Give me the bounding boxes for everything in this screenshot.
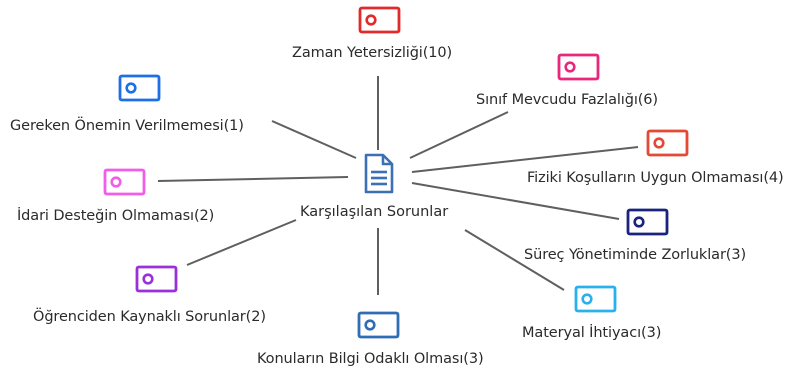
connector-line-fiziki	[411, 146, 639, 173]
document-icon	[364, 153, 394, 194]
node-label-zaman: Zaman Yetersizliği(10)	[292, 45, 453, 61]
tag-icon	[574, 285, 617, 313]
connector-line-materyal	[464, 229, 565, 291]
node-label-gereken: Gereken Önemin Verilmemesi(1)	[10, 118, 244, 134]
connector-line-sinif	[409, 111, 509, 159]
tag-icon	[358, 6, 401, 34]
node-label-sinif: Sınıf Mevcudu Fazlalığı(6)	[476, 92, 658, 108]
node-label-surec: Süreç Yönetiminde Zorluklar(3)	[524, 247, 747, 263]
node-label-fiziki: Fiziki Koşulların Uygun Olmaması(4)	[527, 170, 784, 186]
node-label-idari: İdari Desteğin Olmaması(2)	[17, 208, 215, 224]
tag-icon	[557, 53, 600, 81]
tag-icon	[646, 129, 689, 157]
connector-line-ogrenci	[186, 219, 297, 266]
node-label-ogrenci: Öğrenciden Kaynaklı Sorunlar(2)	[33, 309, 266, 325]
tag-icon	[626, 208, 669, 236]
tag-icon	[357, 311, 400, 339]
center-label: Karşılaşılan Sorunlar	[300, 204, 449, 220]
tag-icon	[103, 168, 146, 196]
connector-line-idari	[157, 176, 349, 182]
tag-icon	[118, 74, 161, 102]
connector-line-surec	[411, 182, 620, 220]
node-label-konular: Konuların Bilgi Odaklı Olması(3)	[257, 351, 484, 367]
node-label-materyal: Materyal İhtiyacı(3)	[522, 325, 662, 341]
connector-line-gereken	[271, 120, 357, 159]
tag-icon	[135, 265, 178, 293]
